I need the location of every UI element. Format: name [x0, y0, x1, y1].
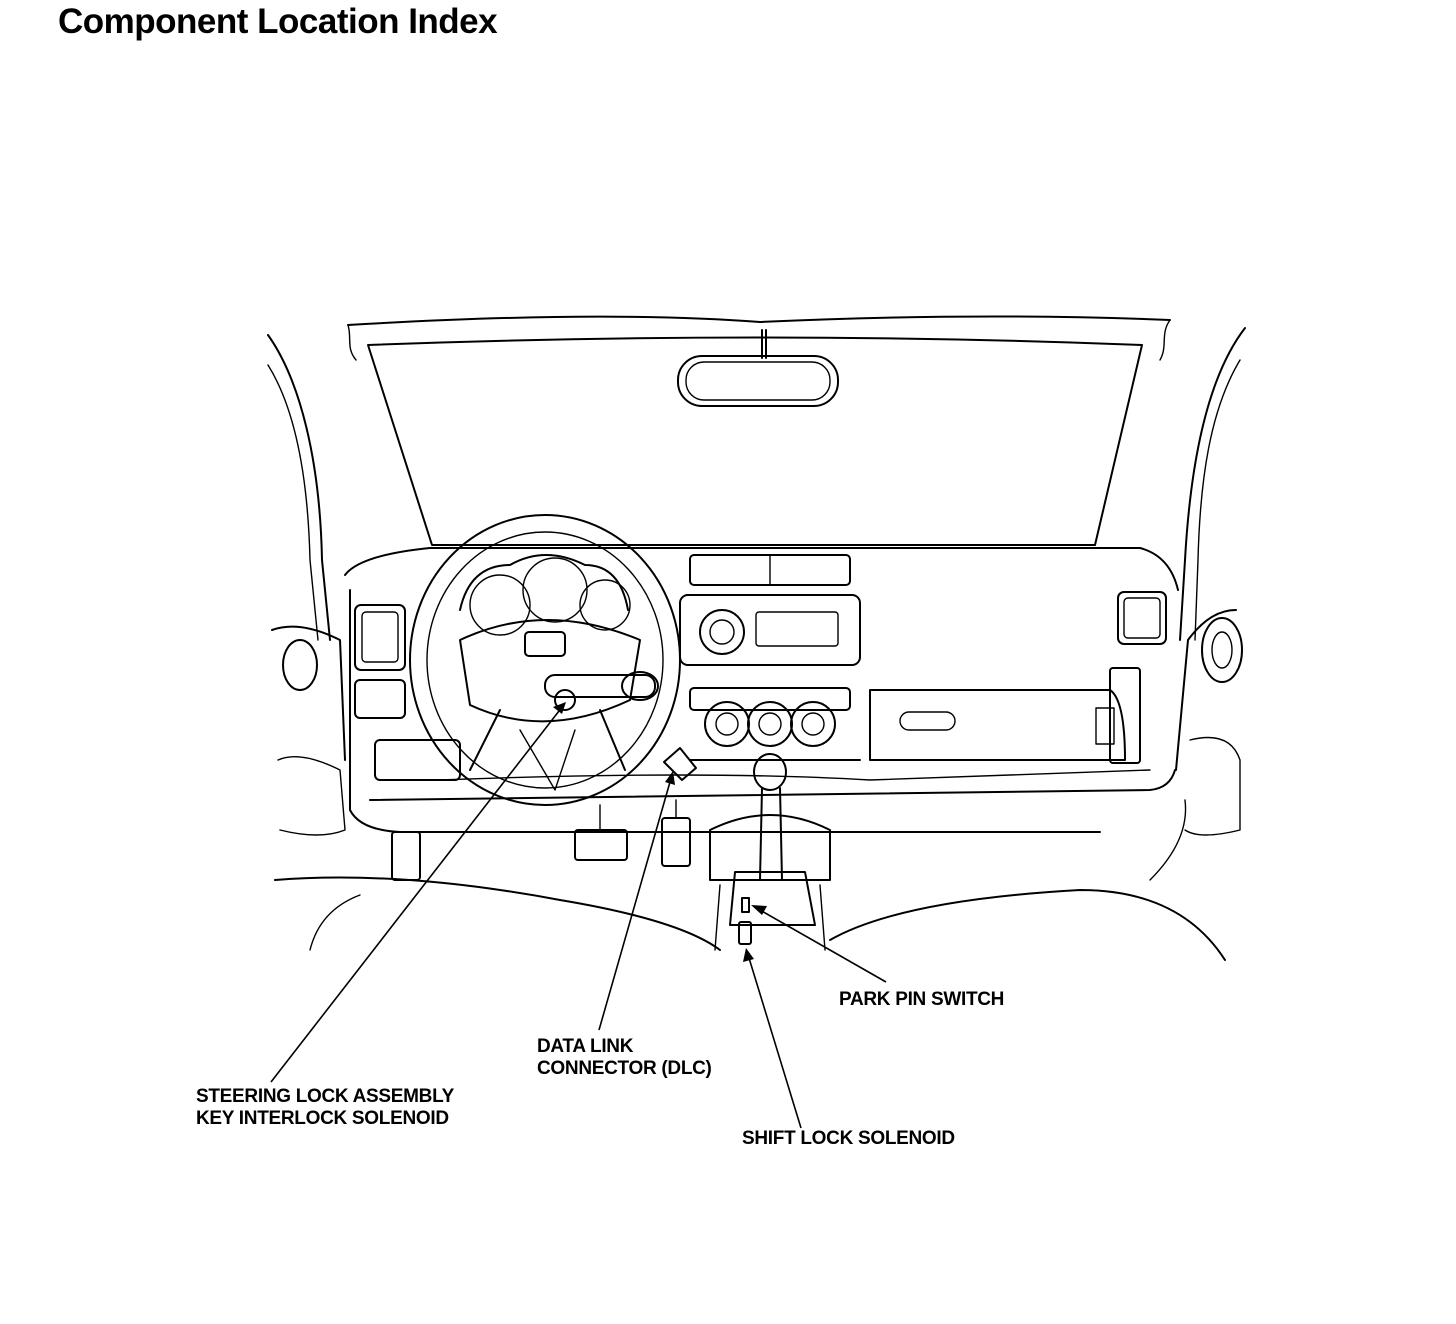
shift-lock-solenoid-part: [738, 921, 752, 945]
leader-park-pin: [751, 905, 887, 983]
callout-dlc-line2: CONNECTOR (DLC): [537, 1058, 712, 1079]
leader-dlc: [598, 771, 675, 1031]
dlc-part: [663, 747, 697, 781]
passenger-dash: [869, 591, 1167, 764]
leader-shift-lock: [743, 948, 802, 1129]
a-pillars: [267, 327, 1246, 771]
callout-dlc: DATA LINK CONNECTOR (DLC): [537, 1036, 712, 1080]
callout-park-pin-label: PARK PIN SWITCH: [839, 989, 1005, 1010]
callout-shift-lock-solenoid: SHIFT LOCK SOLENOID: [742, 1128, 955, 1150]
page-title: Component Location Index: [58, 2, 498, 41]
callout-steering-lock: STEERING LOCK ASSEMBLY KEY INTERLOCK SOL…: [196, 1086, 454, 1130]
windshield: [347, 315, 1171, 546]
front-seats: [274, 736, 1241, 961]
callout-shift-lock-label: SHIFT LOCK SOLENOID: [742, 1128, 955, 1149]
leader-steering-lock: [270, 702, 566, 1083]
steering-wheel: [409, 514, 681, 806]
center-stack: [679, 554, 861, 761]
side-speakers: [282, 617, 1243, 691]
shift-lever: [709, 753, 831, 951]
left-vents: [354, 604, 461, 781]
park-pin-switch-part: [741, 897, 750, 913]
callout-dlc-line1: DATA LINK: [537, 1036, 634, 1057]
callout-steering-lock-line1: STEERING LOCK ASSEMBLY: [196, 1086, 455, 1107]
callout-steering-lock-line2: KEY INTERLOCK SOLENOID: [196, 1108, 449, 1129]
callout-park-pin-switch: PARK PIN SWITCH: [839, 989, 1004, 1011]
rearview-mirror: [677, 329, 839, 407]
